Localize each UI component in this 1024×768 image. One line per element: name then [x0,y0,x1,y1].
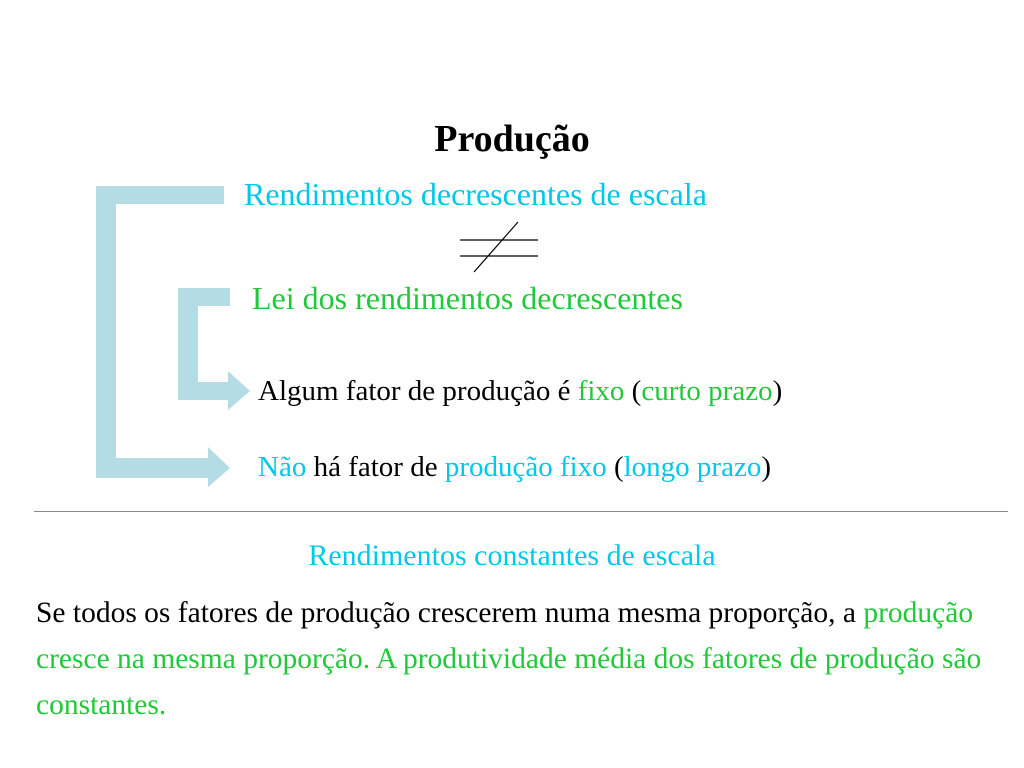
long-run-no: Não [258,451,307,483]
long-run-fixed-production: produção fixo [444,451,607,483]
long-run-text-f: ) [761,451,772,483]
long-run-text-d: ( [606,451,624,483]
heading-constant-returns-scale: Rendimentos constantes de escala [308,539,716,572]
constant-returns-paragraph: Se todos os fatores de produção crescere… [36,590,1011,728]
inner-bracket-arrow [178,288,250,410]
paragraph-text-black: Se todos os fatores de produção crescere… [36,597,864,629]
short-run-text-c: ( [624,375,642,407]
long-run-term: longo prazo [623,451,762,483]
heading-law-diminishing-returns: Lei dos rendimentos decrescentes [252,280,683,316]
short-run-text-e: ) [772,375,783,407]
short-run-term: curto prazo [641,375,773,407]
not-equal-icon [460,221,538,273]
short-run-line: Algum fator de produção é fixo (curto pr… [258,373,782,409]
short-run-text-a: Algum fator de produção é [258,375,578,407]
heading-decreasing-returns-scale: Rendimentos decrescentes de escala [244,176,707,212]
outer-bracket-arrow [96,186,230,487]
slide-title: Produção [434,118,590,160]
long-run-line: Não há fator de produção fixo (longo pra… [258,449,771,485]
paragraph-text-green: produção cresce na mesma proporção. A pr… [36,597,982,721]
short-run-fixed: fixo [577,375,625,407]
section-divider [34,511,1008,512]
long-run-text-b: há fator de [306,451,445,483]
